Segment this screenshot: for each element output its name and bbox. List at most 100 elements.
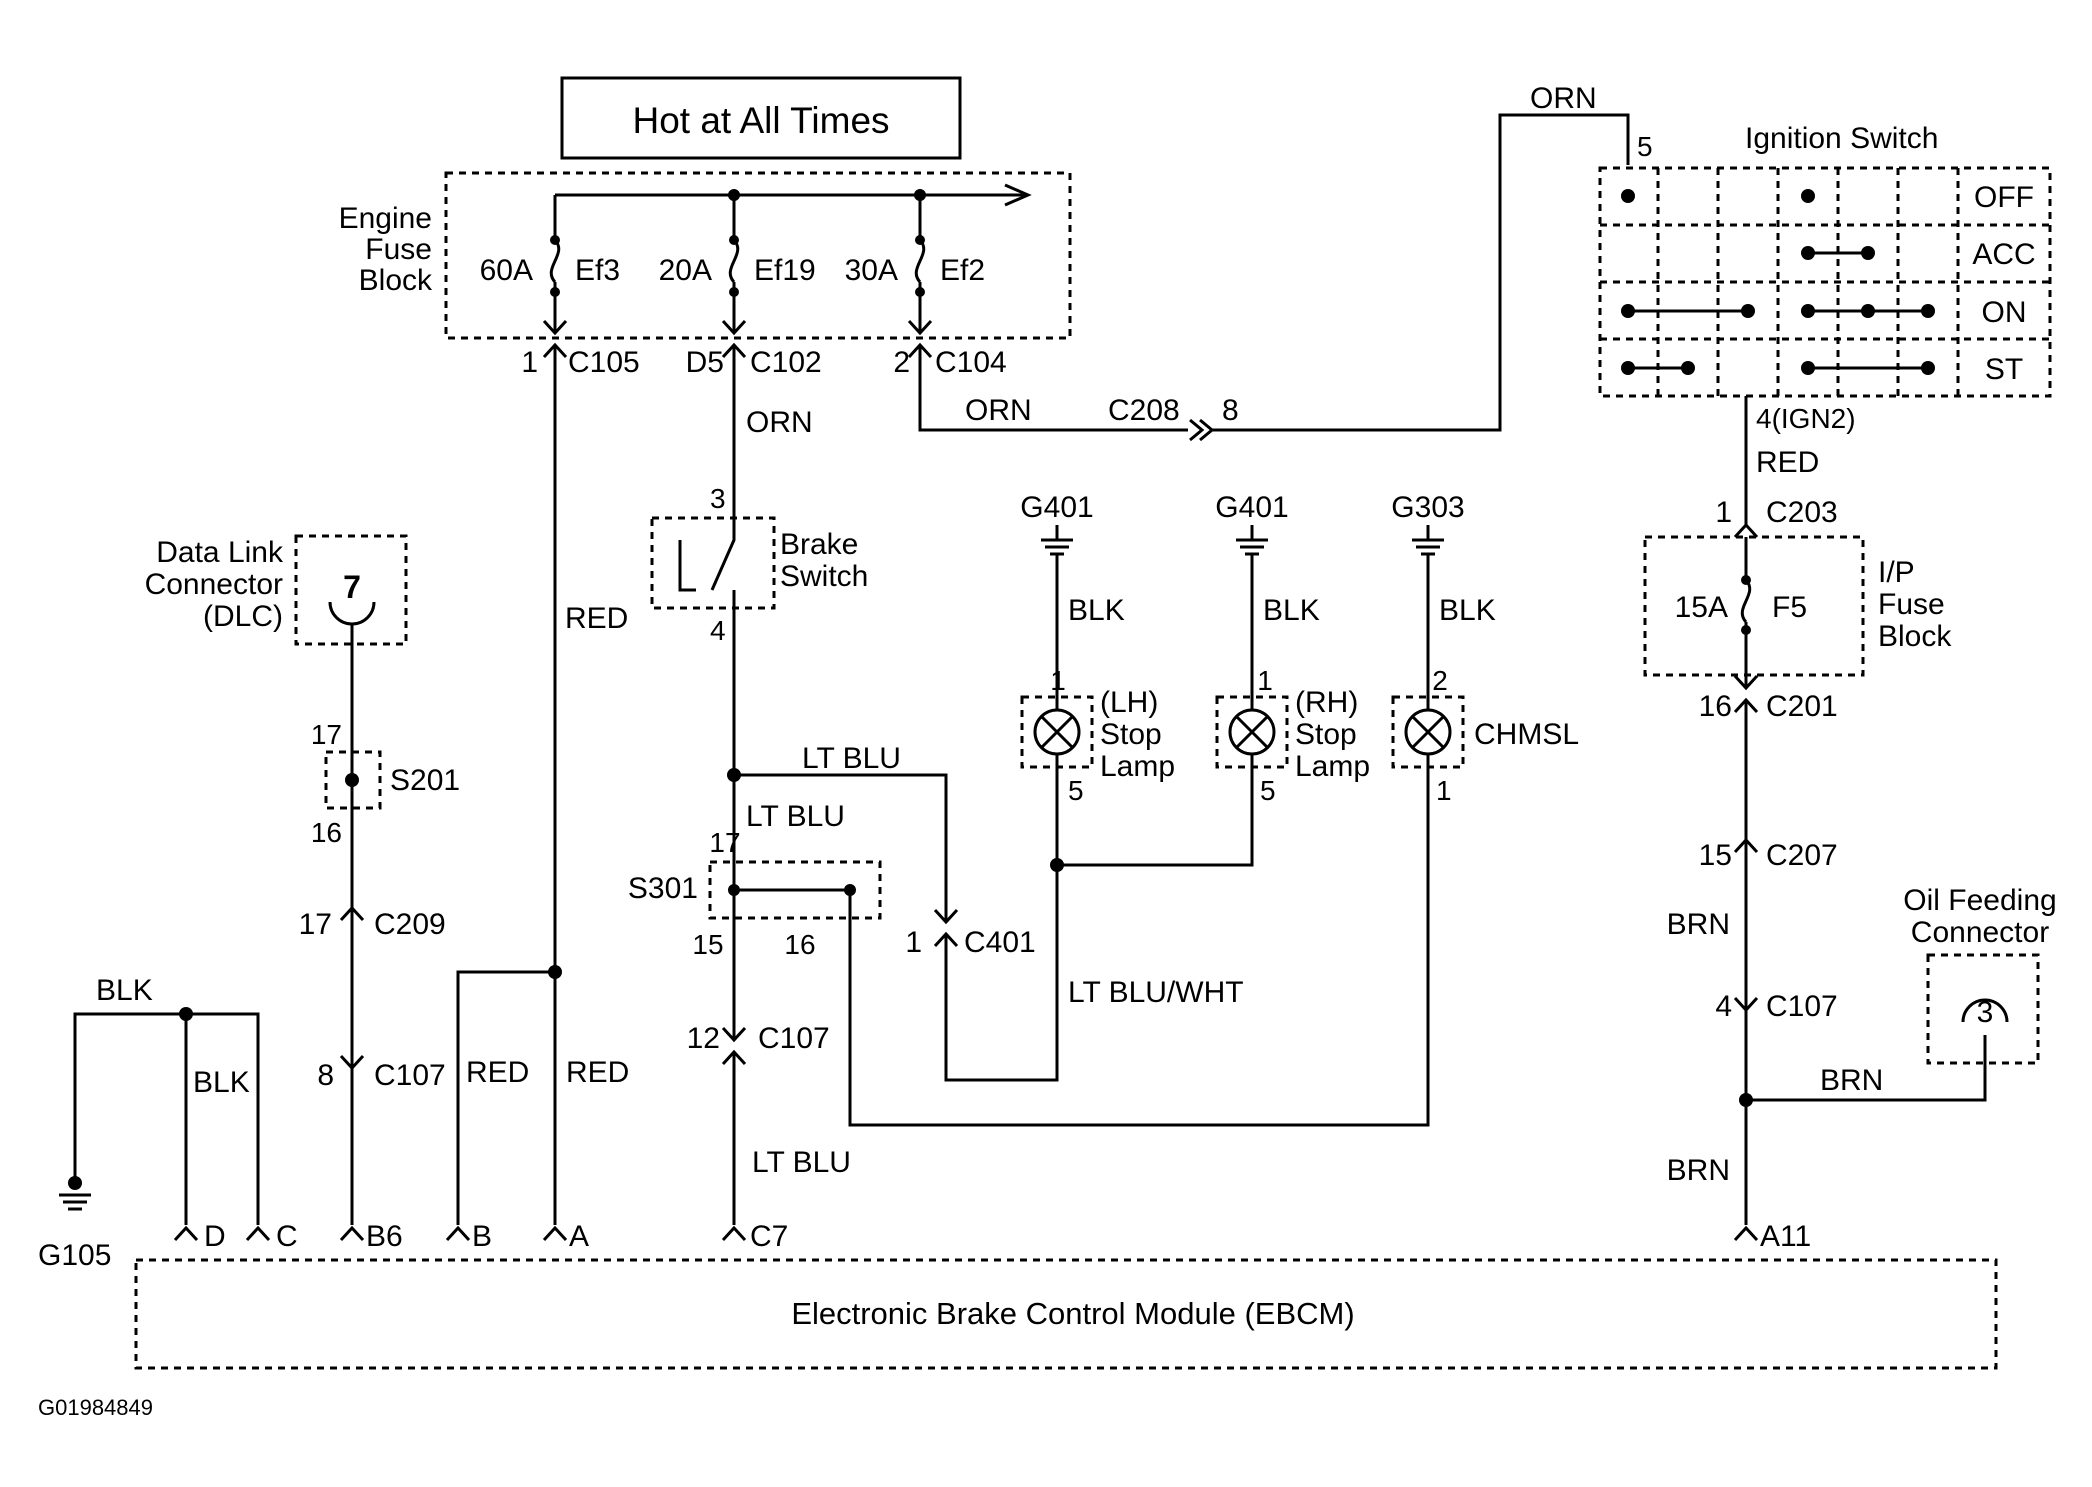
ebcm-module: Electronic Brake Control Module (EBCM)	[134, 1258, 1998, 1370]
hot-at-all-times-box: Hot at All Times	[560, 76, 962, 160]
ignition-switch-label: Ignition Switch	[1745, 122, 1938, 155]
svg-text:C203: C203	[1766, 496, 1838, 529]
connector-c207: 15 C207	[1699, 838, 1838, 872]
svg-text:Lamp: Lamp	[1295, 750, 1370, 783]
svg-text:Stop: Stop	[1100, 718, 1162, 751]
svg-text:Lamp: Lamp	[1100, 750, 1175, 783]
svg-text:7: 7	[343, 569, 361, 605]
svg-text:B6: B6	[366, 1220, 403, 1253]
svg-text:16: 16	[311, 817, 342, 848]
svg-text:Connector: Connector	[145, 568, 283, 601]
engine-fuse-label-1: Engine	[339, 202, 432, 235]
svg-text:12: 12	[687, 1022, 720, 1055]
wire-c104-orn	[918, 345, 1188, 432]
wire-label-red-c105: RED	[565, 602, 628, 635]
wire-label-ltblu-mid: LT BLU	[746, 800, 845, 833]
svg-text:16: 16	[1699, 690, 1732, 723]
svg-text:Fuse: Fuse	[1878, 588, 1945, 621]
connector-c209: 17 C209	[299, 906, 446, 941]
ebcm-pins: D C B6 B A C7 A11	[173, 1220, 1811, 1253]
wire-label-orn-c104: ORN	[965, 394, 1032, 427]
wire-label-ltblu-wht: LT BLU/WHT	[1068, 976, 1244, 1009]
wire-label-ltblu-top: LT BLU	[802, 742, 901, 775]
svg-text:2: 2	[1432, 665, 1448, 696]
wire-label-brn-oil: BRN	[1820, 1064, 1883, 1097]
splice-s201: 17 16 S201	[311, 719, 460, 848]
connector-c208: C208 8	[1108, 394, 1239, 442]
svg-text:ST: ST	[1985, 353, 2023, 386]
svg-text:C208: C208	[1108, 394, 1180, 427]
oil-feeding-connector: Oil Feeding Connector 3	[1903, 884, 2057, 1065]
connector-c104: 2 C104	[893, 319, 1007, 379]
svg-text:C105: C105	[568, 346, 640, 379]
connector-c107-left: 8 C107	[317, 1054, 446, 1092]
svg-text:A11: A11	[1760, 1220, 1811, 1253]
svg-text:1: 1	[1050, 665, 1066, 696]
ip-fuse-block: 15A F5 I/P Fuse Block	[1643, 535, 1952, 688]
ground-g401-b: G401	[1215, 491, 1289, 556]
brake-switch: 3 4 Brake Switch	[650, 483, 868, 646]
lamp-lh-stop: 1 5 (LH) Stop Lamp	[1020, 665, 1175, 806]
svg-text:4: 4	[1715, 990, 1732, 1023]
wire-label-orn-c102: ORN	[746, 406, 813, 439]
svg-text:1: 1	[1715, 496, 1732, 529]
splice-dot-lamps	[1050, 858, 1064, 872]
svg-text:ON: ON	[1982, 296, 2027, 329]
engine-fuse-block: Engine Fuse Block 60A Ef3 20A Ef19	[339, 171, 1072, 340]
svg-text:2: 2	[893, 346, 910, 379]
svg-text:Stop: Stop	[1295, 718, 1357, 751]
svg-text:60A: 60A	[480, 254, 533, 287]
wire-lamps-join	[1055, 792, 1254, 867]
svg-text:3: 3	[710, 483, 726, 514]
bus-arrow-icon	[1004, 183, 1032, 207]
svg-text:OFF: OFF	[1974, 181, 2034, 214]
wire-label-red-a: RED	[566, 1056, 629, 1089]
svg-text:C401: C401	[964, 926, 1036, 959]
svg-text:17: 17	[311, 719, 342, 750]
svg-text:4(IGN2): 4(IGN2)	[1756, 403, 1856, 434]
wire-label-brn-c207: BRN	[1667, 908, 1730, 941]
svg-text:1: 1	[1436, 775, 1452, 806]
lamp-rh-stop: 1 5 (RH) Stop Lamp	[1215, 665, 1370, 806]
wire-label-blk-g303: BLK	[1439, 594, 1496, 627]
ground-g303: G303	[1391, 491, 1465, 556]
connector-c203: 1 C203	[1715, 496, 1838, 539]
ground-g105: G105	[38, 1176, 111, 1272]
wire-label-brn-bottom: BRN	[1667, 1154, 1730, 1187]
svg-text:C107: C107	[758, 1022, 830, 1055]
svg-text:G401: G401	[1215, 491, 1288, 524]
svg-text:(DLC): (DLC)	[203, 600, 283, 633]
svg-text:C107: C107	[1766, 990, 1838, 1023]
wire-label-red-b: RED	[466, 1056, 529, 1089]
wire-label-blk-g401a: BLK	[1068, 594, 1125, 627]
svg-text:5: 5	[1260, 775, 1276, 806]
wire-orn-ignition	[1212, 113, 1630, 432]
svg-text:17: 17	[299, 908, 332, 941]
ground-g401-a: G401	[1020, 491, 1094, 556]
fuse-ef19: 20A Ef19	[659, 189, 816, 333]
svg-text:C104: C104	[935, 346, 1007, 379]
svg-text:C201: C201	[1766, 690, 1838, 723]
svg-text:D5: D5	[686, 346, 724, 379]
wire-label-blk-d: BLK	[193, 1066, 250, 1099]
connector-c107-right: 4 C107	[1715, 990, 1837, 1023]
fuse-ef3: 60A Ef3	[480, 195, 620, 333]
svg-text:Data Link: Data Link	[156, 536, 284, 569]
svg-text:A: A	[569, 1220, 589, 1253]
svg-text:Connector: Connector	[1911, 916, 2049, 949]
wire-label-blk-g401b: BLK	[1263, 594, 1320, 627]
connector-c105: 1 C105	[521, 319, 640, 379]
svg-text:C107: C107	[374, 1059, 446, 1092]
svg-text:17: 17	[709, 827, 740, 858]
svg-text:5: 5	[1637, 131, 1653, 162]
svg-text:C7: C7	[750, 1220, 788, 1253]
wire-s301-to-chmsl	[848, 792, 1430, 1127]
svg-text:G105: G105	[38, 1239, 111, 1272]
svg-text:C207: C207	[1766, 839, 1838, 872]
svg-text:C209: C209	[374, 908, 446, 941]
svg-text:1: 1	[1257, 665, 1273, 696]
svg-text:S301: S301	[628, 872, 698, 905]
svg-text:Switch: Switch	[780, 560, 868, 593]
fuse-ef2: 30A Ef2	[845, 189, 985, 333]
